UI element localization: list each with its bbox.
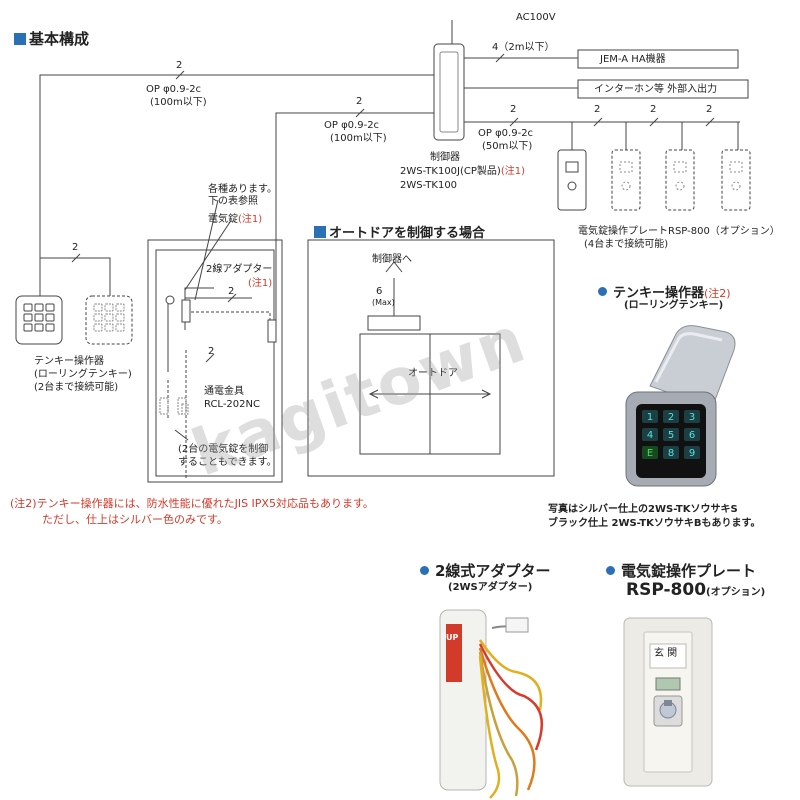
cable-mid-count: 2 [356, 96, 363, 107]
svg-text:2: 2 [668, 412, 674, 423]
adapter-product-subtitle: (2WSアダプター) [448, 582, 533, 593]
lock-label: 電気錠(注1) [208, 214, 263, 225]
bullet-icon [598, 287, 607, 296]
cable-main-count: 2 [176, 60, 183, 71]
adapter-label: 2線アダプター [206, 264, 273, 275]
keypad-caption-2: (ローリングテンキー) [34, 369, 132, 380]
svg-text:4: 4 [647, 430, 653, 441]
svg-text:1: 1 [647, 412, 653, 423]
door-count-2: 2 [208, 346, 215, 357]
controller-label: 制御器 [430, 152, 460, 163]
plate-count-3: 2 [706, 104, 713, 115]
cable-plate-spec: OP φ0.9-2c [478, 128, 534, 139]
keypad-caption-1: テンキー操作器 [34, 356, 104, 367]
cable-main-length: (100m以下) [150, 97, 207, 108]
keypad-photo: 1 2 3 4 5 6 E 8 9 [625, 325, 736, 487]
autodoor-max: (Max) [372, 298, 395, 307]
door-count-1: 2 [228, 286, 235, 297]
keypad-product-subtitle: (ローリングテンキー) [624, 300, 724, 311]
bullet-icon [606, 566, 615, 575]
door-frame [147, 239, 283, 483]
lock-types-note-2: 下の表参照 [208, 196, 258, 207]
cable-main-spec: OP φ0.9-2c [146, 84, 202, 95]
section-marker-icon [14, 33, 26, 45]
plate-product-model: RSP-800(オプション) [626, 580, 766, 600]
intercom-box-label: インターホン等 外部入出力 [594, 84, 718, 95]
cable-plate-count: 2 [510, 104, 517, 115]
svg-text:3: 3 [689, 412, 695, 423]
keypad-photo-caption-1: 写真はシルバー仕上の2WS-TKソウサキS [548, 504, 738, 515]
autodoor-label: オートドア [408, 368, 458, 379]
cable-plate-length: (50m以下) [482, 141, 533, 152]
hinge-label-2: RCL-202NC [204, 399, 260, 410]
cable-mid-spec: OP φ0.9-2c [324, 120, 380, 131]
plate-photo [623, 617, 713, 787]
jem-box-label: JEM-A HA機器 [600, 54, 666, 65]
svg-text:E: E [647, 448, 653, 459]
lock-types-note-1: 各種あります。 [208, 184, 277, 195]
keypad-product-title: テンキー操作器(注2) [598, 282, 731, 301]
autodoor-title: オートドアを制御する場合 [314, 222, 485, 241]
keypad-cable-count: 2 [72, 242, 79, 253]
autodoor-marker-icon [314, 226, 326, 238]
power-label: AC100V [516, 12, 556, 23]
autodoor-to-controller: 制御器へ [372, 254, 412, 265]
svg-text:9: 9 [689, 448, 695, 459]
plate-key-label: 玄 関 [654, 648, 678, 659]
autodoor-count: 6 [376, 286, 383, 297]
bullet-icon [420, 566, 429, 575]
svg-text:6: 6 [689, 430, 695, 441]
plate-caption-2: (4台まで接続可能) [584, 239, 669, 250]
keypad-photo-caption-2: ブラック仕上 2WS-TKソウサキBもあります。 [548, 518, 761, 529]
note-2-line-1: (注2)テンキー操作器には、防水性能に優れたJIS IPX5対応品もあります。 [10, 497, 374, 510]
adapter-photo [439, 609, 544, 799]
two-locks-note-1: (2台の電気錠を制御 [178, 444, 269, 455]
keypad-caption-3: (2台まで接続可能) [34, 382, 119, 393]
plate-count-2: 2 [650, 104, 657, 115]
controller-model-2: 2WS-TK100 [400, 180, 458, 191]
adapter-up-label: UP [446, 633, 459, 642]
hinge-label-1: 通電金具 [204, 386, 244, 397]
section-title: 基本構成 [14, 28, 89, 49]
plate-product-title: 電気錠操作プレート [606, 560, 756, 581]
plate-count-1: 2 [594, 104, 601, 115]
cable-jem-label: 4（2m以下） [492, 42, 555, 53]
adapter-note: (注1) [248, 278, 273, 289]
svg-text:8: 8 [668, 448, 674, 459]
plate-caption-1: 電気錠操作プレートRSP-800（オプション） [578, 226, 780, 237]
controller-model-1: 2WS-TK100J(CP製品)(注1) [400, 166, 525, 177]
cable-mid-length: (100m以下) [330, 133, 387, 144]
svg-text:5: 5 [668, 430, 674, 441]
adapter-product-title: 2線式アダプター [420, 560, 550, 581]
note-2-line-2: ただし、仕上はシルバー色のみです。 [42, 513, 228, 526]
two-locks-note-2: することもできます。 [178, 457, 277, 468]
